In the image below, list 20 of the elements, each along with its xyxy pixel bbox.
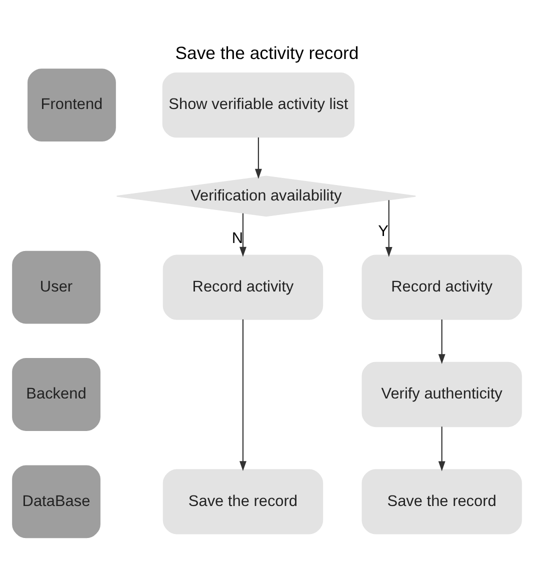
node-box: Backend bbox=[12, 358, 100, 431]
arrow bbox=[385, 200, 392, 257]
node-box: Record activity bbox=[362, 254, 522, 320]
node-box: Save the record bbox=[162, 469, 324, 534]
arrow bbox=[239, 319, 246, 472]
node-box: Verify authenticity bbox=[362, 362, 522, 428]
edge-label: Y bbox=[378, 223, 389, 240]
arrow bbox=[438, 320, 446, 364]
node-box: User bbox=[12, 250, 100, 324]
node-box: Save the record bbox=[362, 469, 522, 534]
arrow bbox=[239, 213, 246, 257]
node-box: Record activity bbox=[162, 254, 324, 320]
edge-label: N bbox=[232, 230, 244, 247]
node-box: Show verifiable activity list bbox=[162, 72, 355, 138]
arrow bbox=[254, 137, 262, 179]
node-box: DataBase bbox=[12, 465, 100, 538]
arrow bbox=[438, 426, 446, 472]
diagram-title: Save the activity record bbox=[175, 42, 359, 63]
node-box: Frontend bbox=[28, 68, 116, 142]
node-diamond: Verification availability bbox=[116, 176, 416, 217]
